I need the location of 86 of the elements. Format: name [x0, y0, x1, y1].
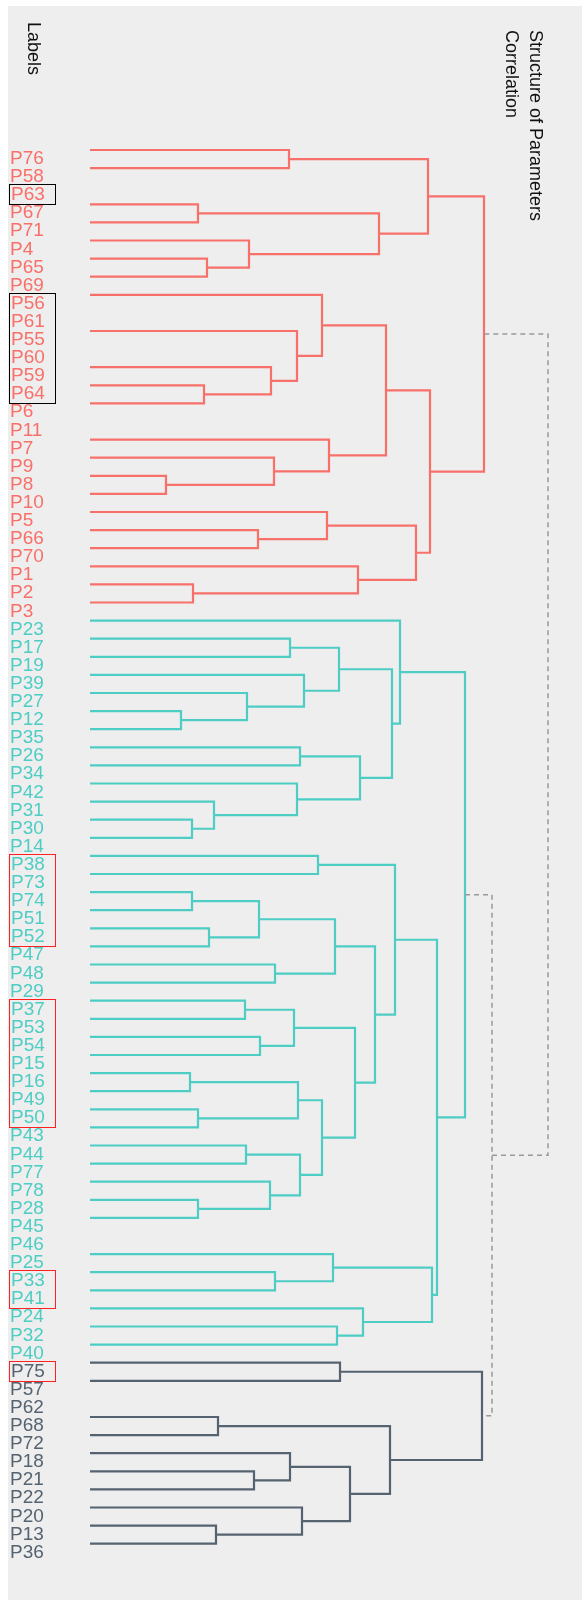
leaf-label: P36 — [10, 1542, 44, 1561]
leaf-label: P11 — [10, 420, 43, 439]
leaf-label: P24 — [10, 1307, 44, 1326]
leaf-label: P1 — [10, 565, 34, 584]
leaf-label: P31 — [10, 800, 44, 819]
leaf-label: P43 — [10, 1126, 44, 1145]
highlight-box — [9, 1270, 56, 1310]
leaf-label: P54 — [10, 1035, 46, 1054]
leaf-label: P19 — [10, 655, 44, 674]
leaf-label: P69 — [10, 275, 44, 294]
leaf-label: P75 — [10, 1361, 46, 1380]
leaf-label: P30 — [10, 818, 44, 837]
leaf-label: P78 — [10, 1180, 44, 1199]
leaf-label: P38 — [10, 854, 46, 873]
leaf-label: P62 — [10, 1397, 44, 1416]
leaf-label: P70 — [10, 547, 44, 566]
leaf-label: P32 — [10, 1325, 44, 1344]
leaf-label: P40 — [10, 1343, 44, 1362]
leaf-label: P13 — [10, 1524, 44, 1543]
leaf-label: P52 — [10, 926, 46, 945]
leaf-label: P12 — [10, 710, 44, 729]
highlight-box — [9, 998, 56, 1128]
leaf-label: P71 — [10, 221, 44, 240]
leaf-label: P63 — [10, 185, 46, 204]
leaf-label: P51 — [10, 908, 46, 927]
leaf-label: P2 — [10, 583, 34, 602]
leaf-label: P68 — [10, 1416, 44, 1434]
leaf-label: P35 — [10, 728, 44, 747]
leaf-label: P5 — [10, 511, 34, 529]
leaf-label: P72 — [10, 1434, 44, 1453]
chart-title: Structure of Parameters Correlation — [501, 30, 547, 224]
leaf-label: P64 — [10, 383, 46, 402]
leaf-label: P55 — [10, 329, 46, 348]
leaf-label: P46 — [10, 1235, 44, 1253]
leaf-label: P42 — [10, 782, 44, 801]
leaf-label: P58 — [10, 167, 44, 186]
leaf-label: P53 — [10, 1017, 46, 1036]
leaf-label: P7 — [10, 438, 34, 457]
axis-heading: Labels — [23, 22, 45, 76]
leaf-label: P8 — [10, 474, 34, 493]
leaf-label: P76 — [10, 149, 44, 167]
leaf-label: P28 — [10, 1198, 44, 1217]
leaf-label: P60 — [10, 347, 46, 366]
highlight-box — [9, 184, 56, 206]
leaf-label: P49 — [10, 1089, 46, 1108]
leaf-label: P9 — [10, 456, 34, 475]
leaf-label: P34 — [10, 764, 44, 783]
leaf-label: P48 — [10, 963, 44, 982]
leaf-label: P27 — [10, 692, 44, 710]
leaf-label: P41 — [10, 1289, 46, 1308]
leaf-label: P65 — [10, 257, 44, 276]
highlight-box — [9, 853, 56, 947]
leaf-label: P44 — [10, 1144, 44, 1163]
leaf-label: P22 — [10, 1488, 44, 1507]
leaf-label: P16 — [10, 1071, 46, 1090]
leaf-label: P18 — [10, 1452, 44, 1471]
leaf-label: P39 — [10, 673, 44, 692]
leaf-label: P59 — [10, 365, 46, 384]
leaf-label: P21 — [10, 1470, 44, 1489]
leaf-label: P74 — [10, 890, 46, 909]
leaf-label: P20 — [10, 1506, 44, 1525]
highlight-box — [9, 292, 56, 404]
leaf-label: P23 — [10, 619, 44, 638]
leaf-label: P66 — [10, 529, 44, 548]
leaf-label: P47 — [10, 945, 44, 964]
leaf-label: P56 — [10, 293, 46, 312]
leaf-label: P45 — [10, 1216, 44, 1235]
leaf-label: P50 — [10, 1107, 46, 1126]
leaf-label: P4 — [10, 239, 34, 258]
leaf-label: P37 — [10, 999, 46, 1018]
leaf-label: P67 — [10, 203, 44, 222]
highlight-box — [9, 1360, 56, 1382]
leaf-label: P77 — [10, 1162, 44, 1181]
leaf-label: P10 — [10, 492, 44, 511]
leaf-label: P61 — [10, 311, 46, 330]
leaf-label: P33 — [10, 1271, 46, 1290]
leaf-label: P14 — [10, 836, 44, 855]
leaf-label: P17 — [10, 637, 44, 656]
leaf-label: P15 — [10, 1053, 46, 1072]
leaf-label: P26 — [10, 746, 44, 765]
leaf-label: P6 — [10, 402, 34, 421]
leaf-label: P73 — [10, 872, 46, 891]
leaf-label: P57 — [10, 1379, 44, 1398]
leaf-label: P3 — [10, 601, 34, 620]
leaf-label: P25 — [10, 1253, 44, 1272]
leaf-label: P29 — [10, 981, 44, 1000]
